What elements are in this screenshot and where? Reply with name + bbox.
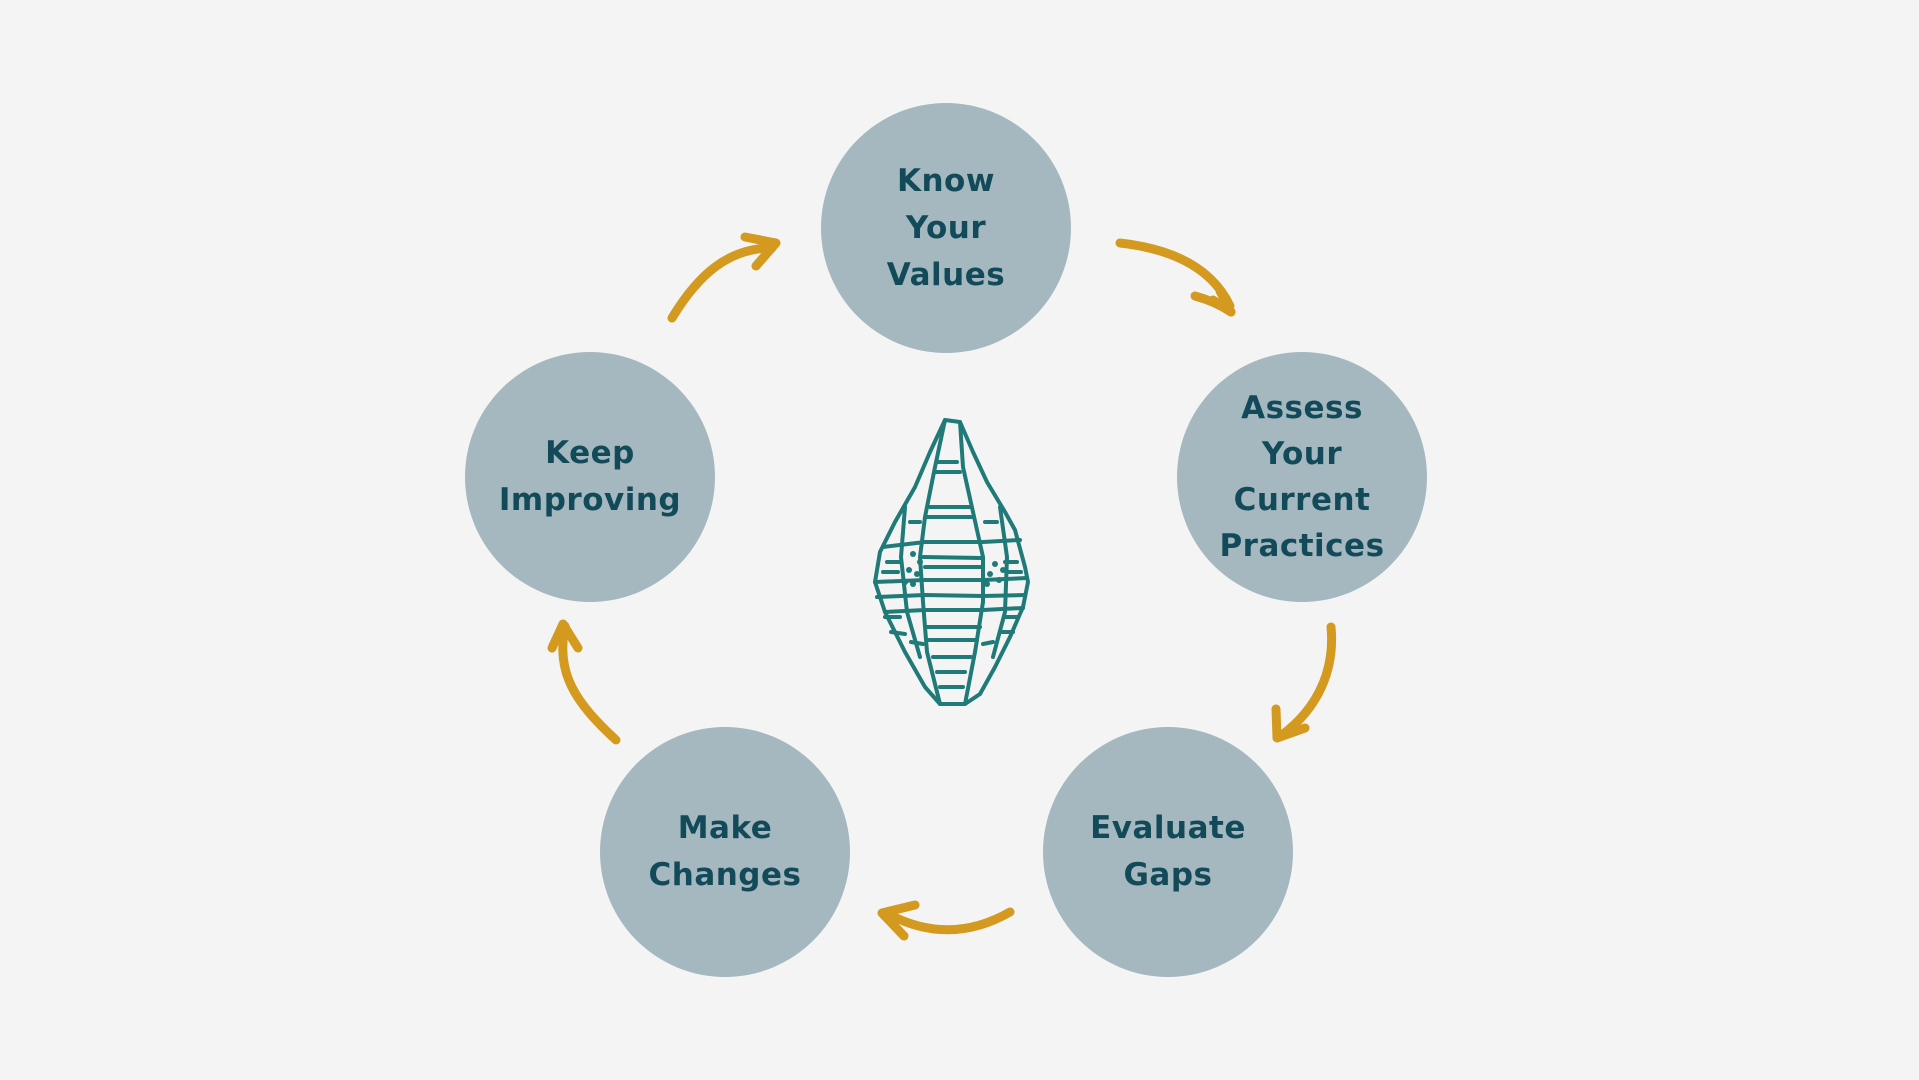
crystal-icon <box>865 412 1035 712</box>
arrow-assess-to-evaluate-icon <box>1276 627 1332 738</box>
arrow-know-to-assess-icon <box>1120 243 1231 312</box>
step-know-your-values: Know Your Values <box>821 103 1071 353</box>
step-label: Make Changes <box>649 805 802 899</box>
arrow-evaluate-to-make-icon <box>882 905 1010 936</box>
step-evaluate-gaps: Evaluate Gaps <box>1043 727 1293 977</box>
step-keep-improving: Keep Improving <box>465 352 715 602</box>
step-label: Know Your Values <box>887 158 1005 299</box>
step-assess-your-current-practices: Assess Your Current Practices <box>1177 352 1427 602</box>
step-label: Assess Your Current Practices <box>1219 385 1384 569</box>
step-label: Keep Improving <box>499 430 681 524</box>
step-label: Evaluate Gaps <box>1090 805 1246 899</box>
step-make-changes: Make Changes <box>600 727 850 977</box>
arrow-keep-to-know-icon <box>672 237 776 318</box>
arrow-make-to-keep-icon <box>552 624 616 740</box>
